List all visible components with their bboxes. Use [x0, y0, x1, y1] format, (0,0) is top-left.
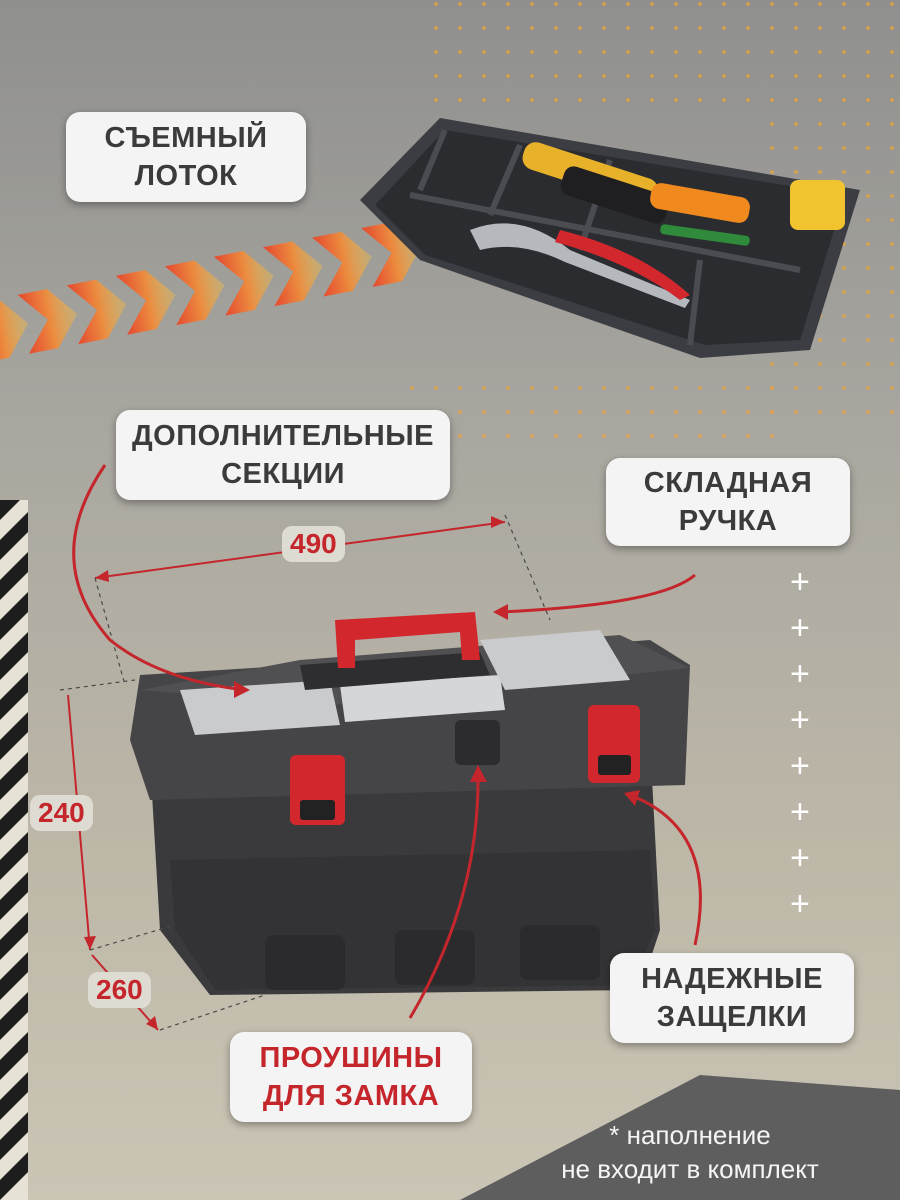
tray-image: [360, 118, 860, 358]
callout-arrows: [72, 464, 702, 1019]
toolbox-image: [130, 612, 690, 995]
lock-label: ПРОУШИНЫ ДЛЯ ЗАМКА: [230, 1032, 472, 1122]
contents-note-line1: * наполнение: [609, 1120, 771, 1150]
dimension-height: 240: [30, 795, 93, 831]
plus-icon: +: [790, 655, 810, 693]
plus-icon: +: [790, 839, 810, 877]
tray-label-line2: ЛОТОК: [134, 160, 238, 192]
plus-icon: +: [790, 563, 810, 601]
lock-label-line2: ДЛЯ ЗАМКА: [262, 1080, 440, 1112]
tray-label-line1: СЪЕМНЫЙ: [104, 122, 268, 154]
latches-label-line1: НАДЕЖНЫЕ: [641, 963, 823, 995]
latches-label: НАДЕЖНЫЕ ЗАЩЕЛКИ: [610, 953, 854, 1043]
contents-note-line2: не входит в комплект: [561, 1154, 819, 1184]
handle-label-line2: РУЧКА: [678, 505, 778, 537]
bottom-band: [460, 1075, 900, 1200]
dimension-length: 490: [282, 526, 345, 562]
handle-label: СКЛАДНАЯ РУЧКА: [606, 458, 850, 546]
sections-label: ДОПОЛНИТЕЛЬНЫЕ СЕКЦИИ: [116, 410, 450, 500]
tray-label: СЪЕМНЫЙ ЛОТОК: [66, 112, 306, 202]
sections-label-line2: СЕКЦИИ: [221, 458, 345, 490]
dimension-depth: 260: [88, 972, 151, 1008]
sections-label-line1: ДОПОЛНИТЕЛЬНЫЕ: [132, 420, 434, 452]
plus-icon: +: [790, 885, 810, 923]
contents-note: * наполнение не входит в комплект: [480, 1118, 900, 1186]
dimension-guides: [59, 514, 551, 1031]
plus-icon: +: [790, 701, 810, 739]
dot-pattern-mid: [400, 370, 780, 440]
plus-icon: +: [790, 609, 810, 647]
plus-icon: +: [790, 747, 810, 785]
lock-label-line1: ПРОУШИНЫ: [259, 1042, 443, 1074]
latches-label-line2: ЗАЩЕЛКИ: [656, 1001, 808, 1033]
chevron-band: [0, 222, 421, 364]
plus-icon: +: [790, 793, 810, 831]
hazard-stripes: [0, 500, 28, 1200]
handle-label-line1: СКЛАДНАЯ: [643, 467, 813, 499]
dot-pattern-top: [430, 0, 900, 110]
